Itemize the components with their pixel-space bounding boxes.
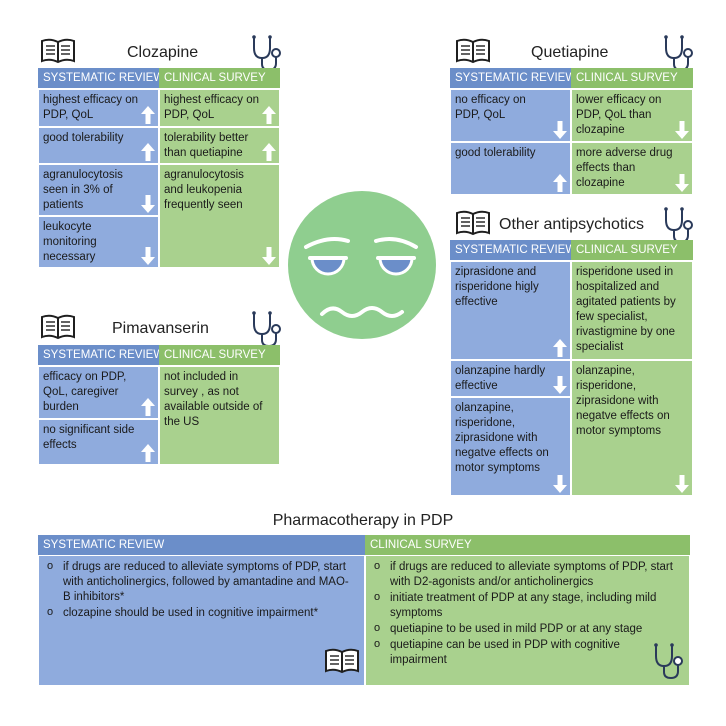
stethoscope-icon bbox=[650, 642, 684, 680]
pimavanserin-review-cell: no significant side effects bbox=[38, 419, 159, 465]
down-arrow-icon bbox=[141, 247, 155, 265]
pimavanserin-title: Pimavanserin bbox=[112, 320, 209, 337]
down-arrow-icon bbox=[553, 121, 567, 139]
other-survey-header: CLINICAL SURVEY bbox=[571, 240, 693, 260]
pimavanserin-review-cell: efficacy on PDP, QoL, caregiver burden bbox=[38, 366, 159, 419]
clozapine-survey-cell: agranulocytosis and leukopenia frequentl… bbox=[159, 164, 280, 268]
pharmacotherapy-survey-cell: if drugs are reduced to alleviate sympto… bbox=[365, 555, 690, 686]
survey-recommendation: initiate treatment of PDP at any stage, … bbox=[370, 590, 679, 621]
up-arrow-icon bbox=[141, 143, 155, 161]
other-review-text: olanzapine, risperidone, ziprasidone wit… bbox=[455, 402, 549, 474]
other-review-header: SYSTEMATIC REVIEW bbox=[450, 240, 571, 260]
other-survey-text: olanzapine, risperidone, ziprasidone wit… bbox=[576, 365, 670, 437]
stethoscope-icon bbox=[660, 34, 694, 72]
other-review-cell: olanzapine hardly effective bbox=[450, 360, 571, 397]
pimavanserin-survey-cell: not included in survey , as not availabl… bbox=[159, 366, 280, 465]
pharmacotherapy-review-header: SYSTEMATIC REVIEW bbox=[38, 535, 365, 555]
other-review-text: ziprasidone and risperidone higly effect… bbox=[455, 266, 539, 308]
other-review-text: olanzapine hardly effective bbox=[455, 365, 546, 392]
other-survey-text: risperidone used in hospitalized and agi… bbox=[576, 266, 676, 353]
up-arrow-icon bbox=[141, 398, 155, 416]
other-review-cell: olanzapine, risperidone, ziprasidone wit… bbox=[450, 397, 571, 496]
pimavanserin-review-text: efficacy on PDP, QoL, caregiver burden bbox=[43, 371, 127, 413]
quetiapine-review-text: good tolerability bbox=[455, 147, 536, 159]
down-arrow-icon bbox=[675, 174, 689, 192]
other-antipsychotics-title: Other antipsychotics bbox=[499, 216, 644, 233]
clozapine-review-text: agranulocytosis seen in 3% of patients bbox=[43, 169, 123, 211]
clozapine-review-cell: agranulocytosis seen in 3% of patients bbox=[38, 164, 159, 216]
worried-face-icon bbox=[288, 191, 436, 339]
pimavanserin-review-text: no significant side effects bbox=[43, 424, 135, 451]
survey-recommendation: quetiapine can be used in PDP with cogni… bbox=[370, 637, 679, 668]
clozapine-survey-header: CLINICAL SURVEY bbox=[159, 68, 280, 88]
review-recommendation: if drugs are reduced to alleviate sympto… bbox=[43, 559, 354, 605]
up-arrow-icon bbox=[553, 339, 567, 357]
pimavanserin-survey-header: CLINICAL SURVEY bbox=[159, 345, 280, 365]
quetiapine-survey-cell: more adverse drug effects than clozapine bbox=[571, 142, 693, 195]
clozapine-review-cell: good tolerability bbox=[38, 127, 159, 164]
pharmacotherapy-review-cell: if drugs are reduced to alleviate sympto… bbox=[38, 555, 365, 686]
stethoscope-icon bbox=[248, 310, 282, 348]
clozapine-survey-text: highest efficacy on PDP, QoL bbox=[164, 94, 260, 121]
quetiapine-review-text: no efficacy on PDP, QoL bbox=[455, 94, 526, 121]
quetiapine-review-cell: no efficacy on PDP, QoL bbox=[450, 89, 571, 142]
clozapine-survey-text: tolerability better than quetiapine bbox=[164, 132, 249, 159]
down-arrow-icon bbox=[141, 195, 155, 213]
pimavanserin-survey-text: not included in survey , as not availabl… bbox=[164, 371, 263, 428]
down-arrow-icon bbox=[262, 247, 276, 265]
pharmacotherapy-title: Pharmacotherapy in PDP bbox=[272, 512, 454, 529]
quetiapine-survey-text: more adverse drug effects than clozapine bbox=[576, 147, 673, 189]
quetiapine-survey-text: lower efficacy on PDP, QoL than clozapin… bbox=[576, 94, 662, 136]
quetiapine-survey-cell: lower efficacy on PDP, QoL than clozapin… bbox=[571, 89, 693, 142]
stethoscope-icon bbox=[660, 206, 694, 244]
clozapine-review-text: highest efficacy on PDP, QoL bbox=[43, 94, 139, 121]
clozapine-review-cell: highest efficacy on PDP, QoL bbox=[38, 89, 159, 127]
survey-recommendation: quetiapine to be used in mild PDP or at … bbox=[370, 621, 679, 637]
book-icon bbox=[455, 38, 491, 64]
book-icon bbox=[40, 314, 76, 340]
quetiapine-title: Quetiapine bbox=[531, 44, 609, 61]
quetiapine-survey-header: CLINICAL SURVEY bbox=[571, 68, 693, 88]
up-arrow-icon bbox=[141, 444, 155, 462]
clozapine-survey-text: agranulocytosis and leukopenia frequentl… bbox=[164, 169, 244, 211]
down-arrow-icon bbox=[553, 475, 567, 493]
up-arrow-icon bbox=[262, 143, 276, 161]
survey-recommendation: if drugs are reduced to alleviate sympto… bbox=[370, 559, 679, 590]
clozapine-review-text: leukocyte monitoring necessary bbox=[43, 221, 97, 263]
down-arrow-icon bbox=[553, 376, 567, 394]
review-recommendation: clozapine should be used in cognitive im… bbox=[43, 605, 354, 621]
pimavanserin-review-header: SYSTEMATIC REVIEW bbox=[38, 345, 159, 365]
pharmacotherapy-survey-header: CLINICAL SURVEY bbox=[365, 535, 690, 555]
survey-recommendation-list: if drugs are reduced to alleviate sympto… bbox=[370, 559, 679, 668]
other-survey-cell: olanzapine, risperidone, ziprasidone wit… bbox=[571, 360, 693, 496]
clozapine-review-header: SYSTEMATIC REVIEW bbox=[38, 68, 159, 88]
down-arrow-icon bbox=[675, 121, 689, 139]
quetiapine-review-header: SYSTEMATIC REVIEW bbox=[450, 68, 571, 88]
up-arrow-icon bbox=[141, 106, 155, 124]
stethoscope-icon bbox=[248, 34, 282, 72]
book-icon bbox=[324, 648, 360, 674]
clozapine-review-cell: leukocyte monitoring necessary bbox=[38, 216, 159, 268]
book-icon bbox=[455, 210, 491, 236]
review-recommendation-list: if drugs are reduced to alleviate sympto… bbox=[43, 559, 354, 621]
clozapine-survey-cell: tolerability better than quetiapine bbox=[159, 127, 280, 164]
clozapine-survey-cell: highest efficacy on PDP, QoL bbox=[159, 89, 280, 127]
up-arrow-icon bbox=[262, 106, 276, 124]
book-icon bbox=[40, 38, 76, 64]
up-arrow-icon bbox=[553, 174, 567, 192]
clozapine-review-text: good tolerability bbox=[43, 132, 124, 144]
clozapine-title: Clozapine bbox=[127, 44, 199, 61]
down-arrow-icon bbox=[675, 475, 689, 493]
other-survey-cell: risperidone used in hospitalized and agi… bbox=[571, 261, 693, 360]
other-review-cell: ziprasidone and risperidone higly effect… bbox=[450, 261, 571, 360]
quetiapine-review-cell: good tolerability bbox=[450, 142, 571, 195]
